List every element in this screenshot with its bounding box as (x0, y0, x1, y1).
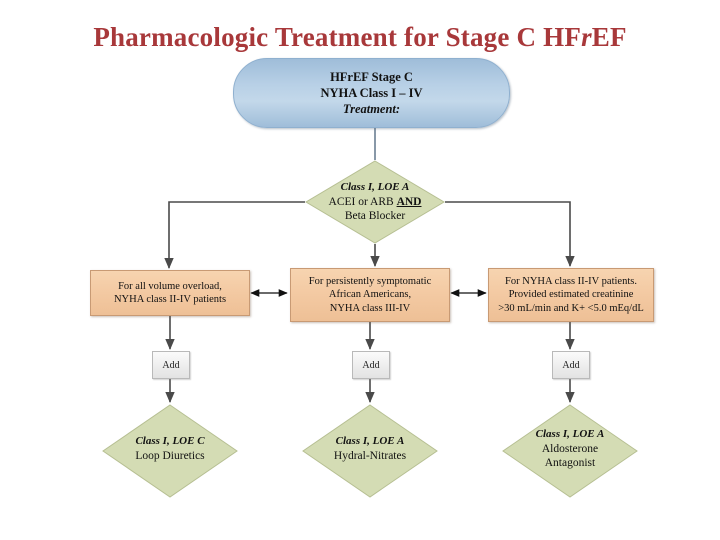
diamond-shape (305, 160, 445, 244)
criteria-box-line: >30 mL/min and K+ <5.0 mEq/dL (498, 302, 644, 314)
diamond-therapy-line: Loop Diuretics (135, 449, 205, 462)
add-button-label: Add (562, 359, 580, 371)
add-button-right[interactable]: Add (552, 351, 590, 379)
criteria-box-line: NYHA class III-IV (329, 302, 411, 314)
diamond-top-class-line: Class I, LOE A (340, 181, 410, 194)
diamond-top-drug-text: ACEI or ARB (328, 195, 397, 208)
add-button-left[interactable]: Add (152, 351, 190, 379)
diamond-top-beta-blocker-line: Beta Blocker (344, 209, 406, 222)
criteria-box-line: African Americans, (328, 289, 412, 301)
criteria-box-line: For persistently symptomatic (308, 276, 432, 288)
page-title-suffix: EF (591, 22, 627, 52)
top-box-line-2: NYHA Class I – IV (320, 86, 423, 100)
decision-diamond-acei-arb-beta-blocker[interactable]: Class I, LOE A ACEI or ARB AND Beta Bloc… (305, 160, 445, 244)
diamond-class-line: Class I, LOE A (335, 435, 405, 448)
connector-diamond-to-right-box (445, 201, 575, 267)
criteria-box-line: For NYHA class II-IV patients. (505, 276, 637, 288)
page-title-prefix: Pharmacologic Treatment for Stage C HF (93, 22, 582, 52)
connector-diamond-to-left-box (164, 201, 305, 269)
diamond-class-line: Class I, LOE A (535, 428, 605, 441)
diamond-shape (102, 404, 238, 498)
top-box-line-1: HFrEF Stage C (330, 70, 413, 84)
add-button-mid[interactable]: Add (352, 351, 390, 379)
treatment-diamond-hydral-nitrates[interactable]: Class I, LOE A Hydral-Nitrates (302, 404, 438, 498)
add-button-label: Add (162, 359, 180, 371)
page-title-italic-letter: r (581, 22, 592, 52)
add-button-label: Add (362, 359, 380, 371)
diamond-top-drug-line: ACEI or ARB AND (329, 195, 422, 209)
diamond-shape (302, 404, 438, 498)
criteria-box-line: For all volume overload, (118, 280, 222, 292)
diamond-therapy-line-2: Antagonist (544, 456, 596, 469)
diamond-therapy-line: Aldosterone (541, 442, 599, 455)
page-title: Pharmacologic Treatment for Stage C HFrE… (0, 22, 720, 53)
criteria-box-volume-overload[interactable]: For all volume overload, NYHA class II-I… (90, 270, 250, 316)
treatment-diamond-aldosterone-antagonist[interactable]: Class I, LOE A Aldosterone Antagonist (502, 404, 638, 498)
diamond-class-line: Class I, LOE C (135, 435, 205, 448)
criteria-box-african-americans[interactable]: For persistently symptomatic African Ame… (290, 268, 450, 322)
diamond-top-and-emphasis: AND (396, 195, 422, 208)
diamond-therapy-line: Hydral-Nitrates (333, 449, 407, 462)
diamond-shape (502, 404, 638, 498)
criteria-box-line: NYHA class II-IV patients (113, 294, 227, 305)
treatment-diamond-loop-diuretics[interactable]: Class I, LOE C Loop Diuretics (102, 404, 238, 498)
top-treatment-box[interactable]: HFrEF Stage C NYHA Class I – IV Treatmen… (233, 58, 510, 128)
criteria-box-creatinine-potassium[interactable]: For NYHA class II-IV patients. Provided … (488, 268, 654, 322)
top-box-line-3: Treatment: (342, 102, 401, 116)
criteria-box-line: Provided estimated creatinine (508, 289, 634, 301)
